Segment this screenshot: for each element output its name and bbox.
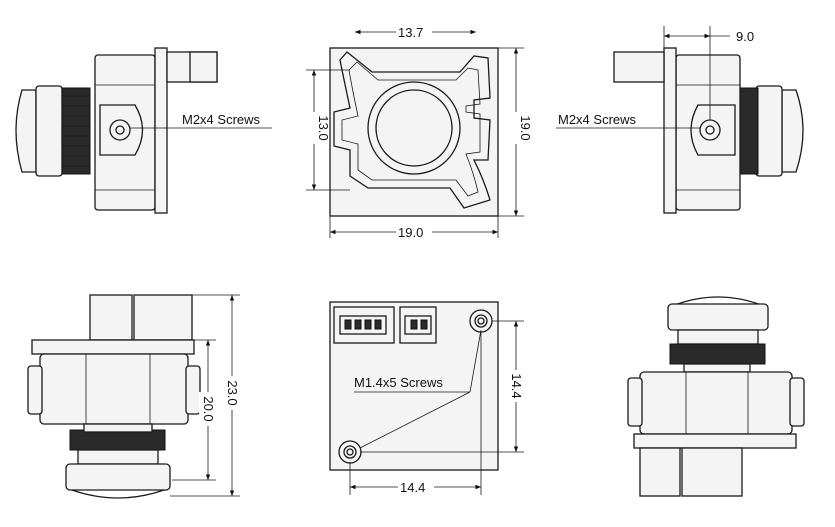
- dim-hole-spacing-v: 14.4: [509, 373, 524, 398]
- connector-right: [133, 294, 193, 341]
- mount-ear-right: [690, 104, 736, 156]
- pcb-edge: [31, 339, 195, 355]
- focus-thread-right: [739, 87, 759, 175]
- lens-dome: [15, 89, 37, 173]
- connector-4pin: [333, 306, 395, 344]
- lens-dome-right: [781, 89, 804, 173]
- lens-front: [65, 463, 171, 491]
- connector-2pin: [399, 306, 437, 344]
- lens-outer: [367, 81, 461, 175]
- left-screw-label: M2x4 Screws: [182, 112, 261, 127]
- front-view: 23.0 20.0: [27, 294, 241, 499]
- left-side-view: M2x4 Screws: [15, 47, 272, 214]
- connector-rear-right: [681, 447, 743, 497]
- connector-rear-left: [639, 447, 681, 497]
- rear-view: [627, 296, 805, 497]
- connector-block-right: [613, 51, 665, 83]
- thread-front: [69, 429, 166, 451]
- dim-left-height: 13.0: [316, 115, 331, 140]
- camera-body: [94, 54, 156, 211]
- top-view: 13.7 19.0 13.0 19.0: [305, 24, 533, 240]
- mount-ear: [99, 104, 144, 156]
- lens-rear: [667, 303, 769, 331]
- dim-bottom-width: 19.0: [398, 225, 423, 240]
- back-pcb: [329, 301, 499, 471]
- camera-body-right: [675, 54, 741, 211]
- focus-thread: [61, 87, 91, 175]
- right-screw-label: M2x4 Screws: [558, 112, 637, 127]
- lens-holder-outline: [333, 51, 491, 209]
- connector-left: [89, 294, 133, 341]
- pcb-outline: [329, 47, 499, 217]
- body-rear: [639, 371, 793, 435]
- back-view: M1.4x5 Screws 14.4 14.4: [329, 301, 525, 495]
- dim-body-height: 20.0: [201, 396, 216, 421]
- bracket-plate: [154, 47, 168, 214]
- lens-ring: [35, 85, 63, 177]
- dim-offset: 9.0: [736, 29, 754, 44]
- right-side-view: M2x4 Screws 9.0: [556, 26, 804, 214]
- lens-inner: [375, 89, 453, 167]
- body-block: [39, 353, 189, 425]
- dim-overall-height: 23.0: [225, 380, 240, 405]
- screw-hole: [109, 119, 131, 141]
- dim-right-height: 19.0: [518, 115, 533, 140]
- dim-top-width: 13.7: [398, 25, 423, 40]
- bracket-plate-right: [663, 47, 677, 214]
- back-screw-label: M1.4x5 Screws: [354, 375, 443, 390]
- pcb-edge-rear: [633, 433, 797, 449]
- thread-rear: [669, 343, 766, 365]
- dim-hole-spacing-h: 14.4: [400, 480, 425, 495]
- lens-dome-rear: [671, 296, 765, 307]
